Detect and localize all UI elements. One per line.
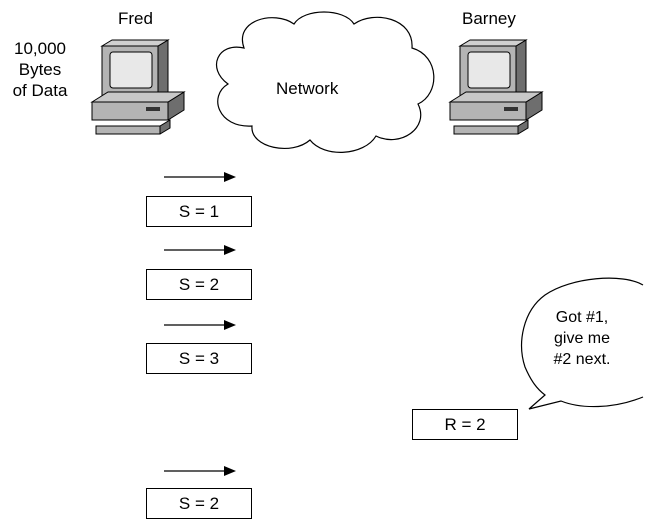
speech-bubble-line2: give me: [553, 330, 611, 347]
arrow-right-icon: [164, 172, 236, 182]
arrow-right-icon: [164, 245, 236, 255]
receiver-label: Barney: [462, 9, 516, 28]
arrow-right-icon: [164, 320, 236, 330]
data-size-line1: 10,000: [14, 39, 66, 58]
segment-box: S = 2: [146, 269, 252, 300]
arrow-right-icon: [164, 466, 236, 476]
speech-bubble-icon: [521, 277, 644, 410]
data-size-line3: of Data: [12, 81, 68, 100]
network-cloud-icon: [216, 11, 435, 153]
speech-bubble-line3: #2 next.: [553, 351, 611, 368]
sender-label: Fred: [118, 9, 153, 28]
network-label: Network: [276, 79, 339, 98]
segment-box: S = 3: [146, 343, 252, 374]
data-size-line2: Bytes: [18, 60, 62, 79]
segment-box: S = 2: [146, 488, 252, 519]
speech-bubble-line1: Got #1,: [555, 309, 609, 326]
receiver-computer-icon: [448, 39, 544, 135]
data-size-label: 10,000 Bytes of Data: [4, 38, 76, 101]
ack-box: R = 2: [412, 409, 518, 440]
speech-bubble-text: Got #1, give me #2 next.: [542, 307, 622, 370]
segment-box: S = 1: [146, 196, 252, 227]
sender-computer-icon: [90, 39, 186, 135]
